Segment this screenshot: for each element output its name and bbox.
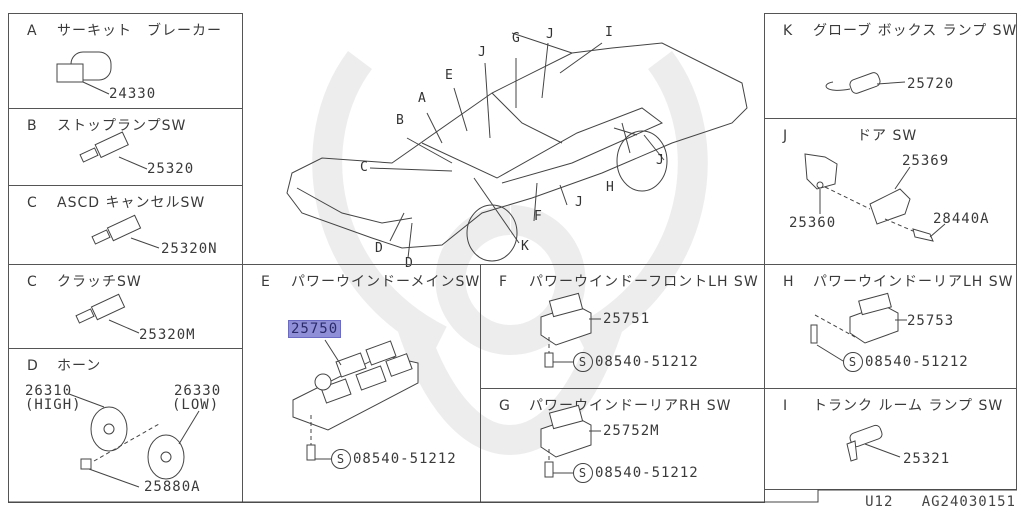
figure-reference: U12 AG24030151 (865, 494, 1016, 510)
car-outline-illustration (286, 32, 748, 262)
callout-i: I (605, 25, 613, 40)
callout-e: E (445, 68, 453, 83)
part-number[interactable]: 25360 (789, 215, 837, 231)
part-number-highlighted[interactable]: 25750 (288, 320, 342, 338)
stop-lamp-switch-part-icon (79, 131, 148, 170)
part-number-high-horn[interactable]: 26310 (25, 383, 73, 399)
front-lh-switch-part-icon (540, 292, 601, 368)
standard-part-symbol: S (573, 463, 593, 483)
part-number[interactable]: 28440A (933, 211, 990, 227)
circuit-breaker-part-icon (56, 51, 112, 95)
part-number[interactable]: 25880A (144, 479, 201, 495)
callout-j: J (656, 153, 664, 168)
main-switch-part-icon (292, 339, 419, 461)
part-number[interactable]: 25720 (907, 76, 955, 92)
part-variant-label: (HIGH) (25, 397, 82, 413)
part-variant-label: (LOW) (172, 397, 220, 413)
model-code: U12 (865, 494, 894, 510)
glove-box-switch-part-icon (825, 72, 906, 94)
part-number-low-horn[interactable]: 26330 (174, 383, 222, 399)
callout-c: C (360, 160, 368, 175)
callout-h: H (606, 180, 614, 195)
door-switch-parts-icon (804, 153, 946, 242)
callout-d: D (405, 256, 413, 271)
clutch-switch-part-icon (75, 293, 140, 334)
part-number[interactable]: 25321 (903, 451, 951, 467)
part-number[interactable]: 25752M (603, 423, 660, 439)
standard-part-symbol: S (573, 352, 593, 372)
figure-id: AG24030151 (921, 494, 1016, 510)
part-number[interactable]: 25320M (139, 327, 196, 343)
trunk-lamp-switch-part-icon (846, 424, 901, 462)
callout-k: K (521, 239, 529, 254)
part-number[interactable]: 25320N (161, 241, 218, 257)
ascd-switch-part-icon (91, 214, 160, 249)
callout-j: J (546, 27, 554, 42)
part-number[interactable]: 25753 (907, 313, 955, 329)
callout-d: D (375, 241, 383, 256)
part-number[interactable]: 25751 (603, 311, 651, 327)
callout-a: A (418, 91, 426, 106)
callout-j: J (575, 195, 583, 210)
vehicle-overview: A B C D D E F G H I J J J J K (242, 13, 764, 271)
horn-parts-icon (68, 393, 200, 488)
rear-lh-switch-part-icon (810, 292, 907, 362)
part-number[interactable]: 25320 (147, 161, 195, 177)
callout-f: F (534, 209, 542, 224)
part-number[interactable]: 25369 (902, 153, 950, 169)
callout-b: B (396, 113, 404, 128)
part-number[interactable]: 24330 (109, 86, 157, 102)
callout-j: J (478, 45, 486, 60)
callout-g: G (512, 31, 520, 46)
standard-part-symbol: S (843, 352, 863, 372)
rear-rh-switch-part-icon (540, 404, 601, 478)
standard-part-symbol: S (331, 449, 351, 469)
